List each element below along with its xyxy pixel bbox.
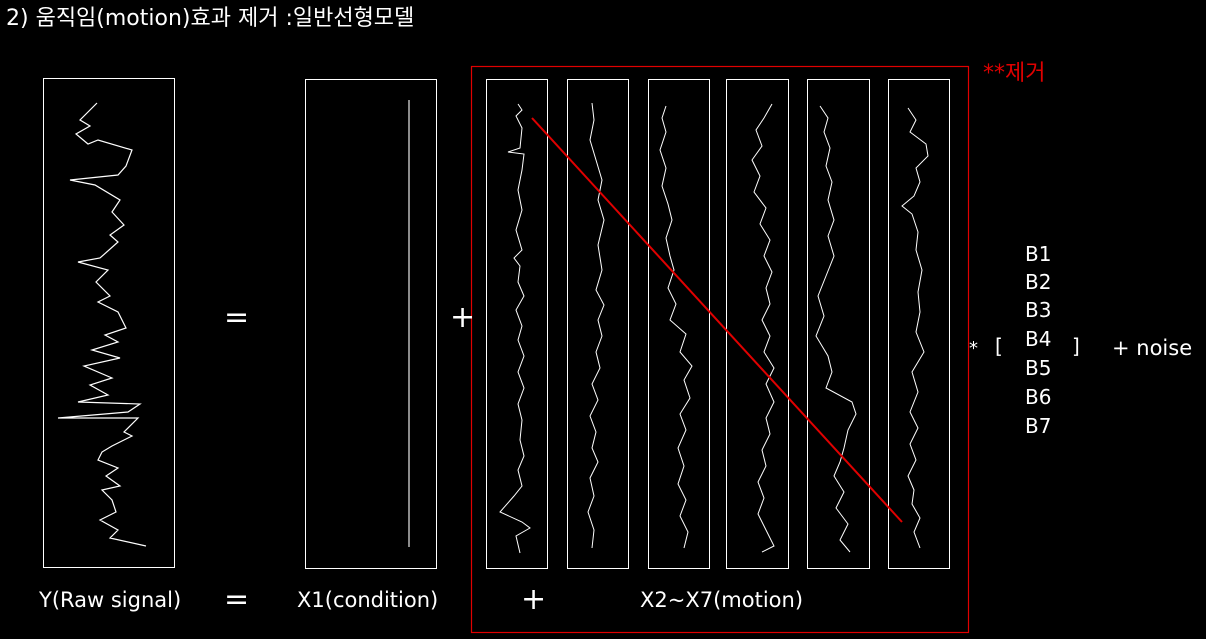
- plus-sign-bottom: +: [521, 582, 547, 617]
- x6-motion-box: [807, 79, 870, 569]
- y-signal-trace: [57, 102, 147, 547]
- x5-motion-trace: [751, 103, 775, 553]
- x7-motion-trace: [901, 107, 929, 549]
- page-title: 2) 움직임(motion)효과 제거 :일반선형모델: [6, 6, 415, 31]
- caption-y: Y(Raw signal): [39, 588, 182, 612]
- x2-motion-box: [486, 79, 548, 569]
- x7-motion-box: [888, 79, 950, 569]
- x5-motion-box: [726, 79, 789, 569]
- plus-sign: +: [450, 300, 476, 335]
- multiply-sign: *: [969, 338, 978, 359]
- bracket-close: ]: [1072, 334, 1080, 358]
- beta-6: B6: [1025, 385, 1052, 409]
- x4-motion-box: [648, 79, 710, 569]
- x3-motion-trace: [587, 102, 605, 549]
- x6-motion-trace: [815, 105, 857, 553]
- caption-x2-x7: X2~X7(motion): [640, 588, 804, 612]
- beta-2: B2: [1025, 270, 1052, 294]
- remove-label: **제거: [983, 61, 1046, 86]
- beta-1: B1: [1025, 242, 1052, 266]
- beta-3: B3: [1025, 298, 1052, 322]
- x1-condition-box: [305, 79, 437, 569]
- bracket-open: [: [995, 334, 1003, 358]
- y-signal-box: [43, 78, 175, 568]
- beta-7: B7: [1025, 414, 1052, 438]
- beta-4: B4: [1025, 327, 1052, 351]
- removal-slash: [531, 117, 903, 523]
- noise-term: + noise: [1112, 336, 1193, 360]
- beta-5: B5: [1025, 356, 1052, 380]
- caption-x1: X1(condition): [297, 588, 439, 612]
- equals-sign-bottom: =: [224, 582, 250, 617]
- motion-removal-frame: [470, 65, 970, 634]
- x4-motion-trace: [659, 105, 693, 549]
- equals-sign: =: [224, 300, 250, 335]
- x2-motion-trace: [499, 103, 531, 554]
- x3-motion-box: [567, 79, 629, 569]
